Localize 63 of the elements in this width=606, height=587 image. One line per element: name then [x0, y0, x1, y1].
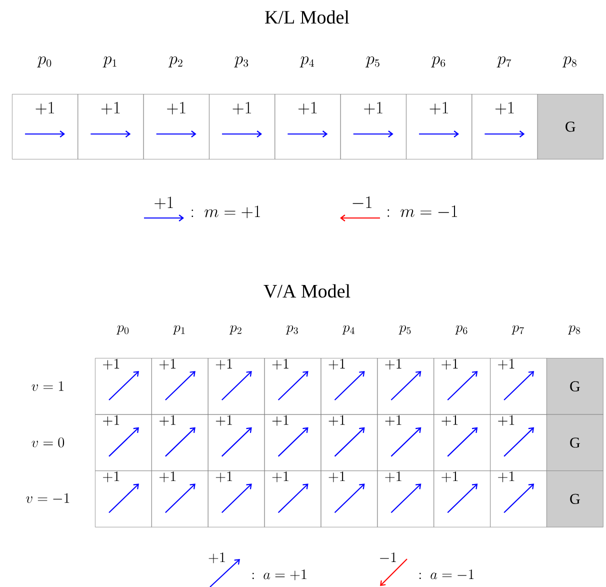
grid-cell: $+1$ [208, 470, 265, 528]
grid-cell: $+1$ [377, 470, 434, 528]
legend-text: $:\; m = +1$ [192, 206, 260, 218]
arrow-label: $+1$ [208, 552, 225, 564]
grid-cell: $+1$ [377, 358, 434, 415]
position-label: $p_0$ [116, 325, 129, 334]
position-label: $p_2$ [168, 56, 182, 68]
grid-cell: $+1$ [143, 94, 210, 160]
grid-cell: $+1$ [340, 94, 406, 160]
goal-cell: G [546, 470, 604, 528]
legend-text: $:\; a = +1$ [252, 570, 306, 580]
goal-cell: G [546, 358, 604, 415]
row-label: $v = 0$ [32, 438, 64, 448]
grid-cell: $+1$ [95, 358, 152, 415]
grid-cell: $+1$ [208, 414, 265, 471]
grid-cell: $+1$ [406, 94, 472, 160]
grid-cell: $+1$ [274, 94, 341, 160]
grid-cell: $+1$ [434, 358, 490, 415]
section-heading: K/L Model [265, 10, 350, 24]
grid-cell: $+1$ [434, 414, 490, 471]
grid-cell: $+1$ [151, 358, 208, 415]
position-label: $p_7$ [496, 56, 512, 68]
position-label: $p_4$ [300, 56, 314, 68]
arrow-label: $-1$ [380, 552, 396, 562]
grid-cell: $+1$ [264, 470, 322, 528]
position-label: $p_6$ [455, 325, 468, 334]
grid-cell: $+1$ [95, 470, 152, 528]
position-label: $p_5$ [398, 325, 411, 334]
grid-cell: $+1$ [151, 414, 208, 471]
arrow-label: $+1$ [154, 196, 173, 210]
position-label: $p_6$ [431, 56, 446, 68]
grid-cell: $+1$ [78, 94, 144, 160]
grid-cell: $+1$ [320, 414, 378, 471]
position-label: $p_8$ [568, 325, 580, 334]
position-label: $p_4$ [342, 325, 354, 334]
legend-text: $:\; m = -1$ [388, 205, 458, 218]
grid-cell: $+1$ [264, 358, 322, 415]
grid-cell: $+1$ [12, 94, 78, 160]
arrow-label: $-1$ [352, 196, 372, 208]
position-label: $p_5$ [365, 56, 380, 68]
legend-text: $:\; a = -1$ [419, 569, 474, 580]
grid-cell: $+1$ [377, 414, 434, 471]
grid-cell: $+1$ [208, 358, 265, 415]
goal-cell: G [537, 94, 604, 160]
position-label: $p_3$ [286, 325, 298, 334]
position-label: $p_1$ [102, 56, 116, 68]
position-label: $p_8$ [562, 56, 576, 68]
grid-cell: $+1$ [95, 414, 152, 471]
goal-cell: G [546, 414, 604, 471]
row-label: $v = 1$ [32, 381, 64, 391]
section-heading: V/A Model [264, 284, 350, 298]
grid-cell: $+1$ [320, 470, 378, 528]
grid-cell: $+1$ [434, 470, 490, 528]
grid-cell: $+1$ [320, 358, 378, 415]
position-label: $p_0$ [37, 56, 52, 68]
position-label: $p_3$ [234, 56, 248, 68]
grid-cell: $+1$ [209, 94, 276, 160]
position-label: $p_7$ [512, 325, 524, 334]
position-label: $p_1$ [172, 325, 185, 334]
position-label: $p_2$ [229, 325, 242, 334]
grid-cell: $+1$ [264, 414, 322, 471]
grid-cell: $+1$ [151, 470, 208, 528]
row-label: $v = -1$ [26, 493, 70, 503]
